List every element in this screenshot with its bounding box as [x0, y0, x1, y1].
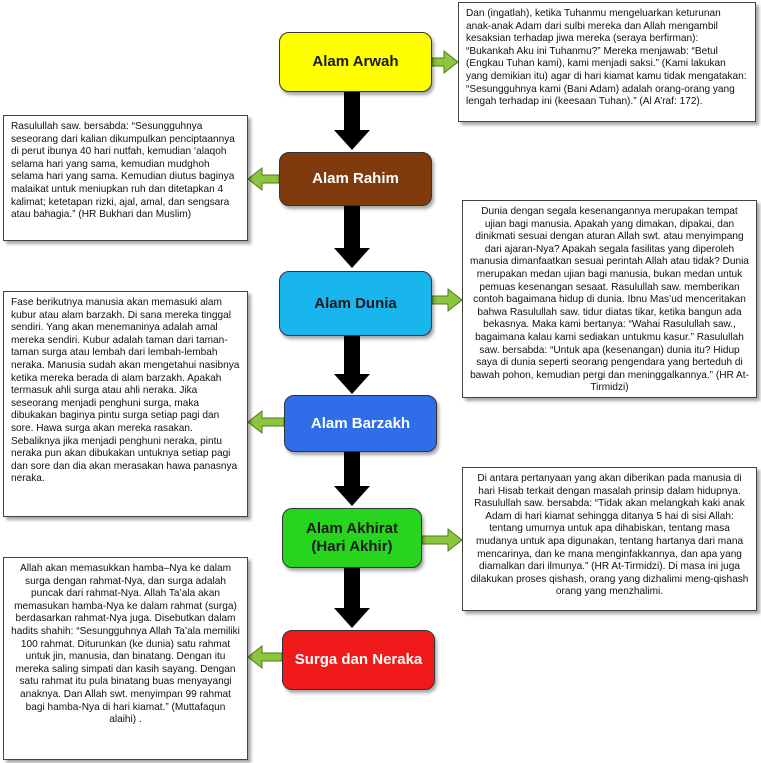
down-arrow: [334, 92, 370, 150]
stage-alam-akhirat: Alam Akhirat (Hari Akhir): [282, 508, 422, 568]
stage-alam-rahim: Alam Rahim: [279, 152, 432, 206]
note-alam-barzakh: Fase berikutnya manusia akan memasuki al…: [3, 291, 248, 517]
down-arrow: [334, 206, 370, 268]
note-surga-dan-neraka: Allah akan memasukkan hamba–Nya ke dalam…: [3, 557, 248, 760]
stage-alam-barzakh: Alam Barzakh: [284, 395, 437, 452]
side-arrow-right: [421, 527, 463, 553]
down-arrow: [334, 336, 370, 394]
stage-alam-dunia: Alam Dunia: [279, 271, 432, 336]
stage-surga-dan-neraka: Surga dan Neraka: [282, 630, 435, 690]
side-arrow-left: [247, 166, 280, 192]
down-arrow: [334, 568, 370, 628]
side-arrow-right: [431, 287, 463, 313]
note-alam-akhirat: Di antara pertanyaan yang akan diberikan…: [462, 467, 757, 611]
side-arrow-left: [247, 644, 283, 670]
note-alam-arwah: Dan (ingatlah), ketika Tuhanmu mengeluar…: [458, 2, 756, 122]
side-arrow-right: [431, 49, 459, 75]
note-alam-dunia: Dunia dengan segala kesenangannya merupa…: [462, 200, 757, 398]
side-arrow-left: [247, 409, 285, 435]
stage-alam-arwah: Alam Arwah: [279, 32, 432, 92]
down-arrow: [334, 452, 370, 506]
note-alam-rahim: Rasulullah saw. bersabda: “Sesungguhnya …: [3, 115, 248, 241]
